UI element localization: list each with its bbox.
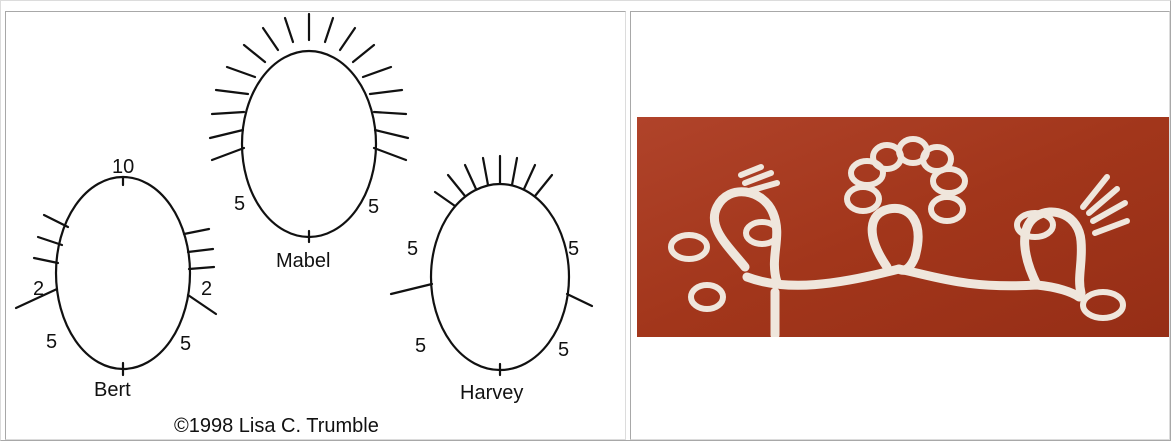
ring-bert-picot <box>184 229 209 234</box>
ring-harvey-picot <box>448 175 465 196</box>
ring-harvey <box>431 184 569 370</box>
ring-mabel-picot <box>212 112 244 114</box>
count-label: 5 <box>407 238 418 260</box>
count-label: 5 <box>415 335 426 357</box>
ring-harvey-picot <box>524 165 535 189</box>
ring-mabel-picot <box>244 45 265 62</box>
ring-harvey-picot <box>465 165 476 189</box>
ring-harvey-picot <box>435 192 455 206</box>
diagram-cell: 10 2 2 5 5 Bert 5 5 Mabel 5 5 5 5 Harvey… <box>5 11 626 440</box>
tatted-lace-image <box>637 117 1169 337</box>
ring-mabel-picot <box>227 67 255 77</box>
ring-harvey-picot <box>483 158 488 185</box>
ring-mabel-picot <box>370 90 402 94</box>
ring-bert-picot <box>188 249 213 252</box>
ring-name-label: Bert <box>94 379 131 401</box>
ring-harvey-picot <box>535 175 552 196</box>
count-label: 5 <box>558 339 569 361</box>
ring-bert-picot <box>34 258 58 263</box>
ring-mabel-picot <box>210 130 243 138</box>
ring-mabel-picot <box>353 45 374 62</box>
ring-mabel-picot <box>340 28 355 50</box>
count-label: 10 <box>112 156 134 178</box>
ring-bert <box>56 177 190 369</box>
ring-bert-picot <box>38 237 62 245</box>
count-label: 5 <box>234 193 245 215</box>
copyright-text: ©1998 Lisa C. Trumble <box>174 415 379 437</box>
ring-harvey-join-picot <box>391 284 432 294</box>
count-label: 5 <box>368 196 379 218</box>
ring-mabel <box>242 51 376 237</box>
ring-harvey-picot <box>512 158 517 185</box>
ring-mabel-picot <box>285 18 293 42</box>
count-label: 5 <box>46 331 57 353</box>
tatted-lace-photo <box>637 117 1169 337</box>
ring-mabel-picot <box>263 28 278 50</box>
ring-bert-picot <box>189 267 214 269</box>
count-label: 5 <box>568 238 579 260</box>
count-label: 5 <box>180 333 191 355</box>
tatting-pattern-diagram: 10 2 2 5 5 Bert 5 5 Mabel 5 5 5 5 Harvey… <box>6 12 627 441</box>
ring-harvey-join-picot <box>567 294 592 306</box>
ring-mabel-picot <box>212 148 244 160</box>
count-label: 2 <box>33 278 44 300</box>
ring-mabel-picot <box>374 148 406 160</box>
ring-mabel-picot <box>216 90 248 94</box>
ring-bert-picot <box>44 215 68 227</box>
ring-mabel-picot <box>374 112 406 114</box>
photo-cell <box>630 11 1170 440</box>
ring-name-label: Harvey <box>460 382 523 404</box>
ring-mabel-picot <box>325 18 333 42</box>
ring-name-label: Mabel <box>276 250 330 272</box>
count-label: 2 <box>201 278 212 300</box>
ring-mabel-picot <box>375 130 408 138</box>
ring-mabel-picot <box>363 67 391 77</box>
